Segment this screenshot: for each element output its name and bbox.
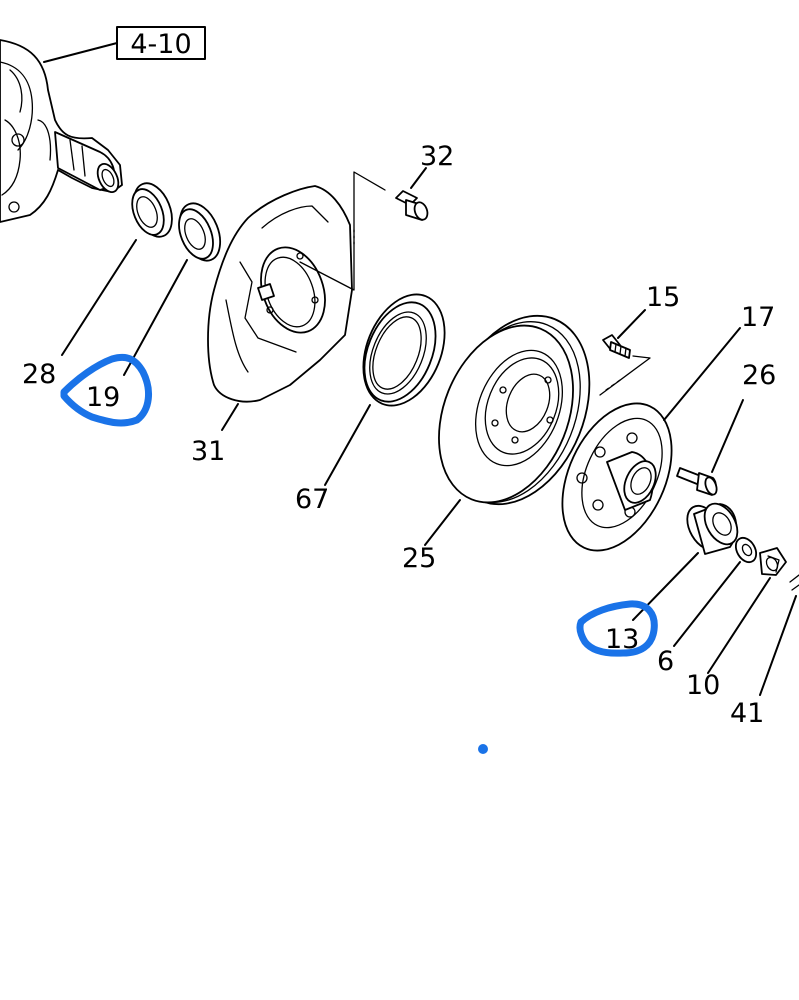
part-31-dust-shield	[207, 185, 353, 431]
blue-dot	[478, 744, 488, 754]
reference-box: 4-10	[43, 26, 206, 63]
label-17: 17	[741, 302, 775, 333]
label-28: 28	[22, 359, 56, 390]
part-10-nut	[707, 547, 787, 674]
label-25: 25	[402, 543, 436, 574]
label-15: 15	[646, 282, 680, 313]
part-26-bolt	[676, 399, 744, 496]
part-6-washer	[673, 536, 758, 647]
part-13-outer-bearing	[632, 502, 739, 621]
highlight-circle-19	[60, 353, 152, 427]
label-67: 67	[295, 484, 329, 515]
label-10: 10	[686, 670, 720, 701]
label-41: 41	[730, 698, 764, 729]
part-32-bolt	[299, 167, 429, 291]
part-67-bearing-ring	[324, 293, 446, 486]
part-19-bearing	[123, 202, 222, 376]
part-17-hub	[561, 327, 741, 552]
label-32: 32	[420, 141, 454, 172]
part-25-brake-disc	[424, 314, 591, 546]
part-28-seal	[61, 182, 173, 356]
label-31: 31	[191, 436, 225, 467]
reference-box-label: 4-10	[130, 29, 191, 60]
highlight-circle-13	[576, 600, 658, 657]
label-6: 6	[657, 646, 674, 677]
part-41-cotter-pin	[759, 574, 799, 696]
part-labels: 28 19 31 32 67 25 15 17 26 13 6 10 41	[22, 141, 776, 729]
steering-knuckle	[0, 39, 123, 223]
highlight-marks	[60, 353, 658, 754]
label-19: 19	[86, 382, 120, 413]
part-15-wheel-stud	[599, 309, 651, 396]
label-26: 26	[742, 360, 776, 391]
